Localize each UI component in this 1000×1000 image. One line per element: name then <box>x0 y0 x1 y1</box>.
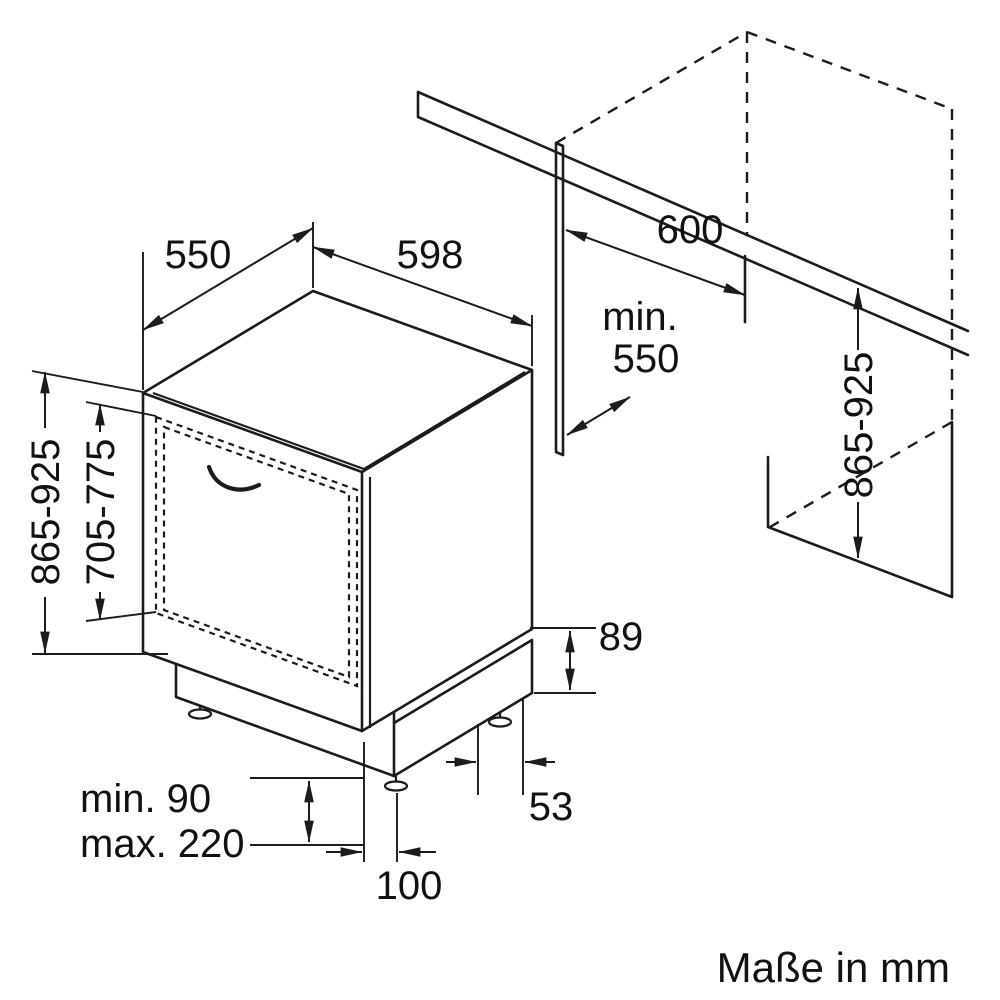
dim-front-foot-100: 100 <box>326 742 442 908</box>
niche-depth-min-label: min. <box>602 295 678 339</box>
dishwasher-top-rim <box>152 371 526 471</box>
dim-rear-clearance-89: 89 <box>530 615 644 694</box>
dim-width-598: 598 <box>312 233 533 366</box>
rear-foot-label: 53 <box>529 785 574 829</box>
rear-clearance-label: 89 <box>599 615 644 659</box>
door-dashed-inner <box>162 425 351 679</box>
units-note: Maße in mm <box>717 944 950 991</box>
dim-rear-foot-53: 53 <box>446 698 573 829</box>
width-label: 598 <box>397 233 464 277</box>
niche-height-label: 865-925 <box>837 352 881 499</box>
dishwasher-drawing <box>141 289 534 792</box>
dim-niche-height-865-925: 865-925 <box>837 287 881 559</box>
door-handle-icon <box>206 464 262 492</box>
niche-left-wall <box>554 141 565 457</box>
depth-label: 550 <box>165 233 232 277</box>
dim-niche-depth-550: min. 550 <box>566 295 680 436</box>
dim-niche-width-600: 600 <box>565 208 746 296</box>
plinth-front <box>174 662 396 778</box>
dim-plinth-range: min. 90 max. 220 <box>80 777 364 866</box>
dishwasher-side-face <box>360 368 534 733</box>
base-side <box>392 638 534 778</box>
dishwasher-front-face <box>141 391 364 733</box>
foot-front-right <box>383 776 409 792</box>
dishwasher-top-face <box>141 289 534 474</box>
dim-height-865-925: 865-925 <box>24 370 168 655</box>
plinth-min-label: min. 90 <box>80 777 211 821</box>
foot-rear <box>487 713 513 728</box>
cabinet-dashed-box <box>555 30 954 529</box>
door-dashed-outline <box>154 415 359 688</box>
dim-door-height-705-775: 705-775 <box>79 401 157 622</box>
niche-width-label: 600 <box>657 208 724 252</box>
plinth-max-label: max. 220 <box>80 822 245 866</box>
niche-depth-value-label: 550 <box>613 337 680 381</box>
niche-floor <box>766 420 954 599</box>
door-height-label: 705-775 <box>79 439 123 586</box>
foot-left <box>187 706 213 720</box>
front-foot-label: 100 <box>376 864 443 908</box>
height-label: 865-925 <box>24 439 68 586</box>
